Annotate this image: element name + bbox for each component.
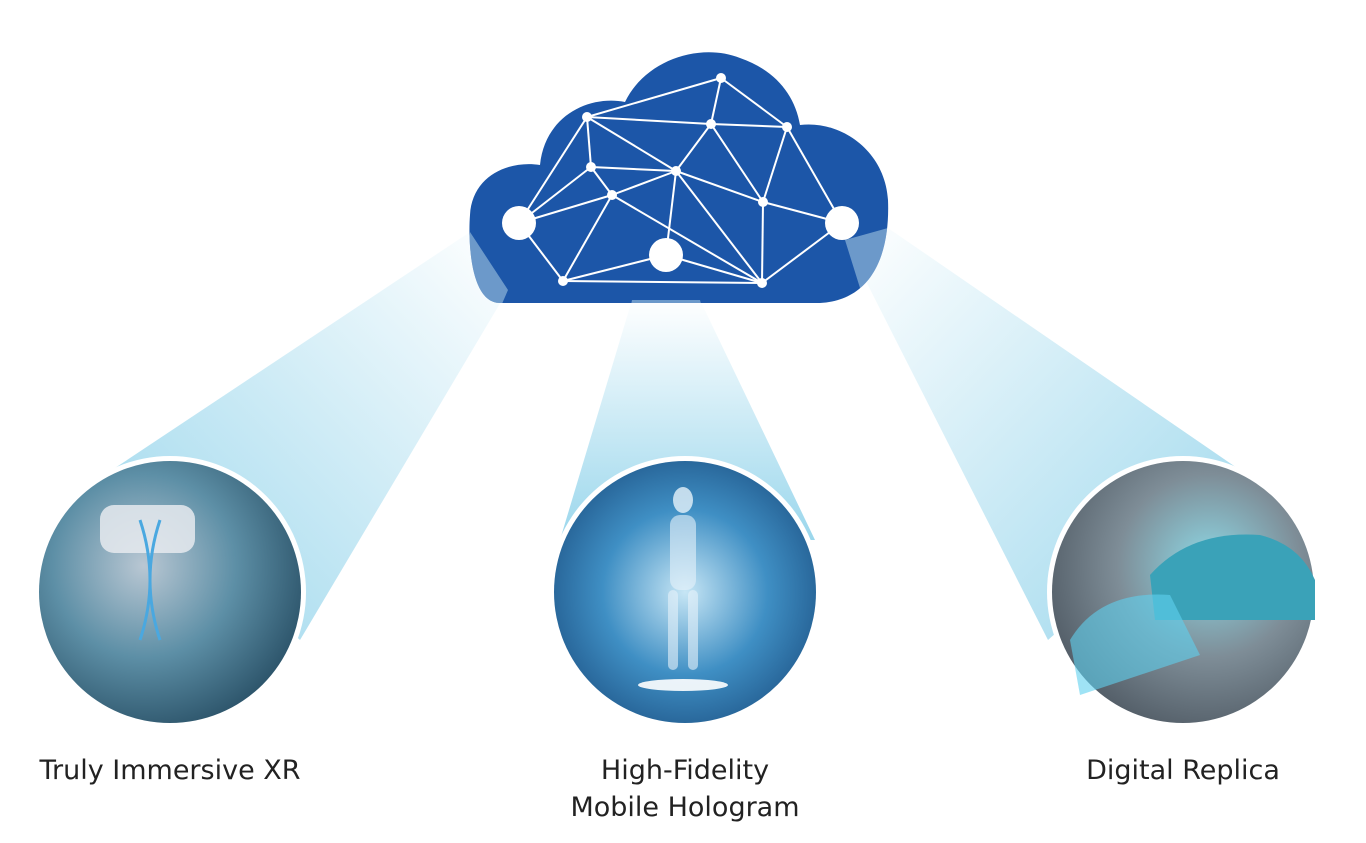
label-line-1: High-Fidelity	[600, 755, 770, 786]
network-edge	[761, 201, 764, 284]
network-edge	[611, 194, 763, 284]
network-edge	[562, 280, 763, 284]
label-high-fidelity-mobile-hologram: High-Fidelity Mobile Hologram	[530, 752, 840, 826]
network-edge	[786, 126, 843, 224]
photo-digital-replica-car	[1047, 456, 1319, 728]
cloud-network-icon	[469, 52, 889, 304]
label-truly-immersive-xr: Truly Immersive XR	[39, 755, 301, 786]
network-edge	[710, 123, 788, 128]
network-node	[586, 162, 596, 172]
network-node	[716, 73, 726, 83]
network-node	[757, 278, 767, 288]
network-edge	[590, 166, 613, 196]
network-node	[558, 276, 568, 286]
network-node	[782, 122, 792, 132]
photo-medical-hologram	[549, 456, 821, 728]
network-edge	[675, 170, 764, 203]
network-edge	[586, 116, 712, 125]
network-edge	[562, 194, 613, 282]
network-edge	[675, 170, 763, 284]
network-edge	[710, 77, 722, 125]
network-node	[758, 197, 768, 207]
network-node	[502, 206, 536, 240]
network-node	[671, 166, 681, 176]
network-edge	[590, 166, 677, 172]
network-edge	[720, 77, 788, 128]
network-edge	[586, 116, 677, 172]
network-node	[607, 190, 617, 200]
network-edge	[611, 170, 677, 196]
network-edge	[762, 126, 788, 203]
network-edge	[586, 116, 592, 168]
network-node	[582, 112, 592, 122]
network-edge	[518, 116, 588, 224]
photo-vr-headset	[34, 456, 306, 728]
network-edge	[586, 77, 722, 118]
network-node	[706, 119, 716, 129]
network-edge	[675, 123, 712, 172]
label-line-2: Mobile Hologram	[570, 792, 800, 823]
network-edge	[562, 254, 667, 282]
network-node	[825, 206, 859, 240]
label-digital-replica: Digital Replica	[1086, 755, 1280, 786]
network-edge	[710, 123, 764, 203]
network-node	[649, 238, 683, 272]
